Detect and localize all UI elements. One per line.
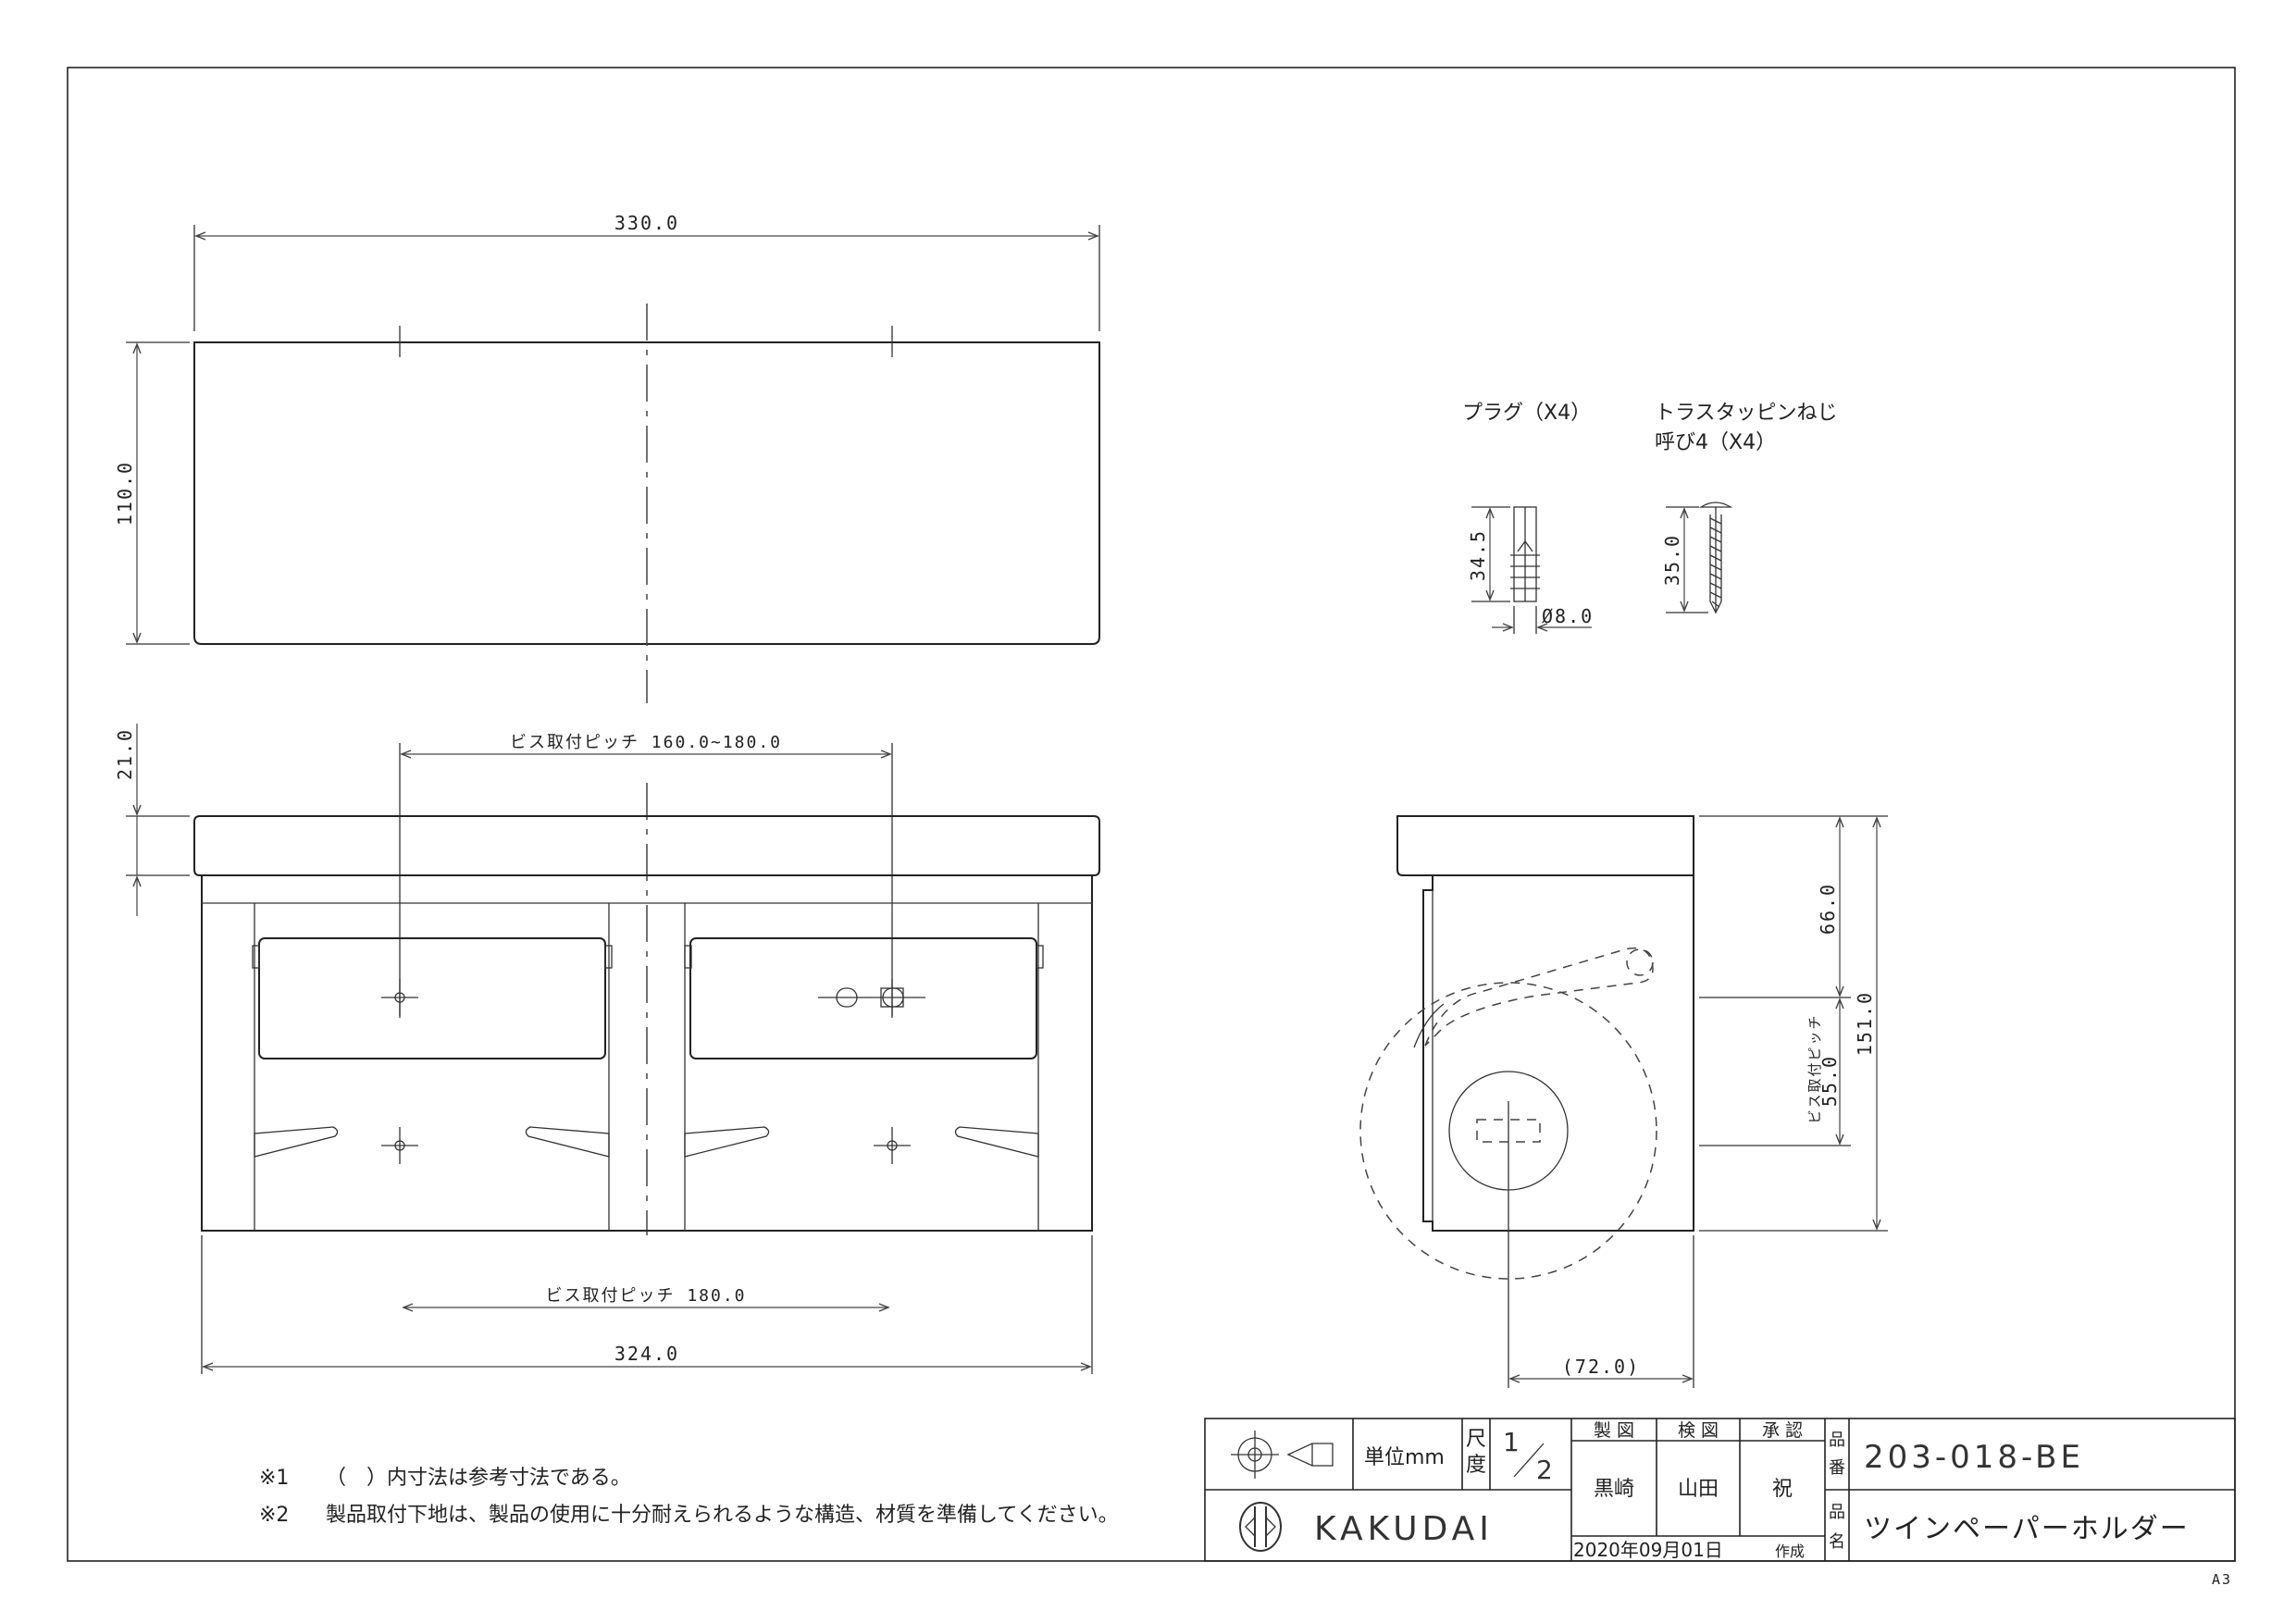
scale-denominator: 2 (1536, 1455, 1557, 1485)
dim-height-top-label: 110.0 (114, 461, 136, 526)
scale-label-1: 尺 (1466, 1428, 1486, 1451)
name-seizu: 黒崎 (1594, 1478, 1634, 1501)
paper-stopper (254, 1126, 339, 1158)
side-view: 66.0 ビス取付ピッチ 55.0 151.0 (72.0) (1359, 815, 1888, 1388)
dim-side-pitch-text: ビス取付ピッチ (1806, 1013, 1823, 1123)
part-number: 203-018-BE (1864, 1439, 2084, 1476)
third-angle-projection-icon (1231, 1431, 1334, 1479)
accessory-parts: プラグ（X4） トラスタッピンねじ 呼び4（X4） 34.5 Ø8.0 (1462, 402, 1838, 634)
screw-label-line1: トラスタッピンねじ (1655, 402, 1838, 425)
unit-label: 単位mm (1364, 1446, 1445, 1469)
screw-hole-lower-right (874, 1127, 911, 1164)
dim-pitch-lower-label: ビス取付ピッチ 180.0 (545, 1286, 746, 1306)
dim-side-pitch-value: 55.0 (1818, 1055, 1841, 1107)
front-shelf (193, 815, 1100, 876)
scale-label-2: 度 (1466, 1454, 1486, 1477)
created-suffix: 作成 (1775, 1542, 1805, 1560)
screw-drawing: 35.0 (1661, 502, 1733, 614)
kakudai-logo (1239, 1502, 1282, 1552)
hinmei-label-1: 品 (1829, 1503, 1845, 1522)
screw-hole-lower-left (381, 1127, 418, 1164)
front-view: 21.0 ビス取付ピッチ 160.0~180.0 (114, 724, 1100, 1374)
dim-width-top-label: 330.0 (614, 212, 679, 234)
screw-label-line2: 呼び4（X4） (1655, 431, 1776, 454)
sheet-border (67, 67, 2236, 1562)
title-block: 単位mm 尺 度 1 2 製 図 検 図 承 認 黒崎 山田 祝 品 番 品 名… (1204, 1418, 2236, 1562)
head-kenzu: 検 図 (1678, 1420, 1719, 1441)
dim-height-front-label: 21.0 (114, 728, 136, 780)
note-1-text: （ ）内寸法は参考寸法である。 (326, 1467, 631, 1490)
plug-label: プラグ（X4） (1462, 402, 1591, 425)
name-kenzu: 山田 (1678, 1478, 1719, 1501)
plug-length-label: 34.5 (1467, 529, 1489, 581)
head-shonin: 承 認 (1762, 1420, 1803, 1441)
name-shonin: 祝 (1772, 1478, 1793, 1501)
paper-arm-outline (1424, 947, 1654, 1047)
screw-hole-upper-left (381, 979, 418, 1016)
paper-size-label: A3 (2212, 1571, 2232, 1588)
hinmei-label-2: 名 (1829, 1532, 1845, 1552)
head-seizu: 製 図 (1594, 1420, 1634, 1441)
paper-cover-left (258, 937, 606, 1059)
side-shelf (1396, 815, 1694, 876)
note-2-text: 製品取付下地は、製品の使用に十分耐えられるような構造、材質を準備してください。 (326, 1504, 1119, 1527)
paper-cover-right (689, 937, 1037, 1059)
screw-slot-upper-right (818, 979, 925, 1016)
dim-width-front-label: 324.0 (614, 1343, 679, 1365)
note-1-mark: ※1 (259, 1467, 289, 1490)
notes: ※1 （ ）内寸法は参考寸法である。 ※2 製品取付下地は、製品の使用に十分耐え… (259, 1467, 1119, 1527)
top-view-outline (193, 341, 1100, 645)
dim-side-151-label: 151.0 (1854, 991, 1876, 1056)
plug-drawing: 34.5 Ø8.0 (1467, 506, 1594, 634)
dim-side-66-label: 66.0 (1817, 883, 1839, 935)
hinban-label-1: 品 (1829, 1431, 1845, 1450)
paper-roll-outline (1359, 982, 1657, 1280)
plug-diameter-label: Ø8.0 (1542, 605, 1594, 627)
top-view: 330.0 110.0 (114, 212, 1100, 703)
part-name: ツインペーパーホルダー (1864, 1513, 2190, 1545)
company-name: KAKUDAI (1314, 1510, 1494, 1548)
front-body (201, 874, 1093, 1232)
dim-side-depth-label: (72.0) (1562, 1356, 1640, 1378)
dim-pitch-upper-label: ビス取付ピッチ 160.0~180.0 (510, 733, 782, 752)
side-body (1422, 875, 1694, 1232)
screw-length-label: 35.0 (1661, 534, 1683, 586)
hinban-label-2: 番 (1829, 1458, 1845, 1478)
scale-numerator: 1 (1503, 1427, 1523, 1457)
created-date: 2020年09月01日 (1573, 1539, 1723, 1561)
note-2-mark: ※2 (259, 1504, 289, 1527)
